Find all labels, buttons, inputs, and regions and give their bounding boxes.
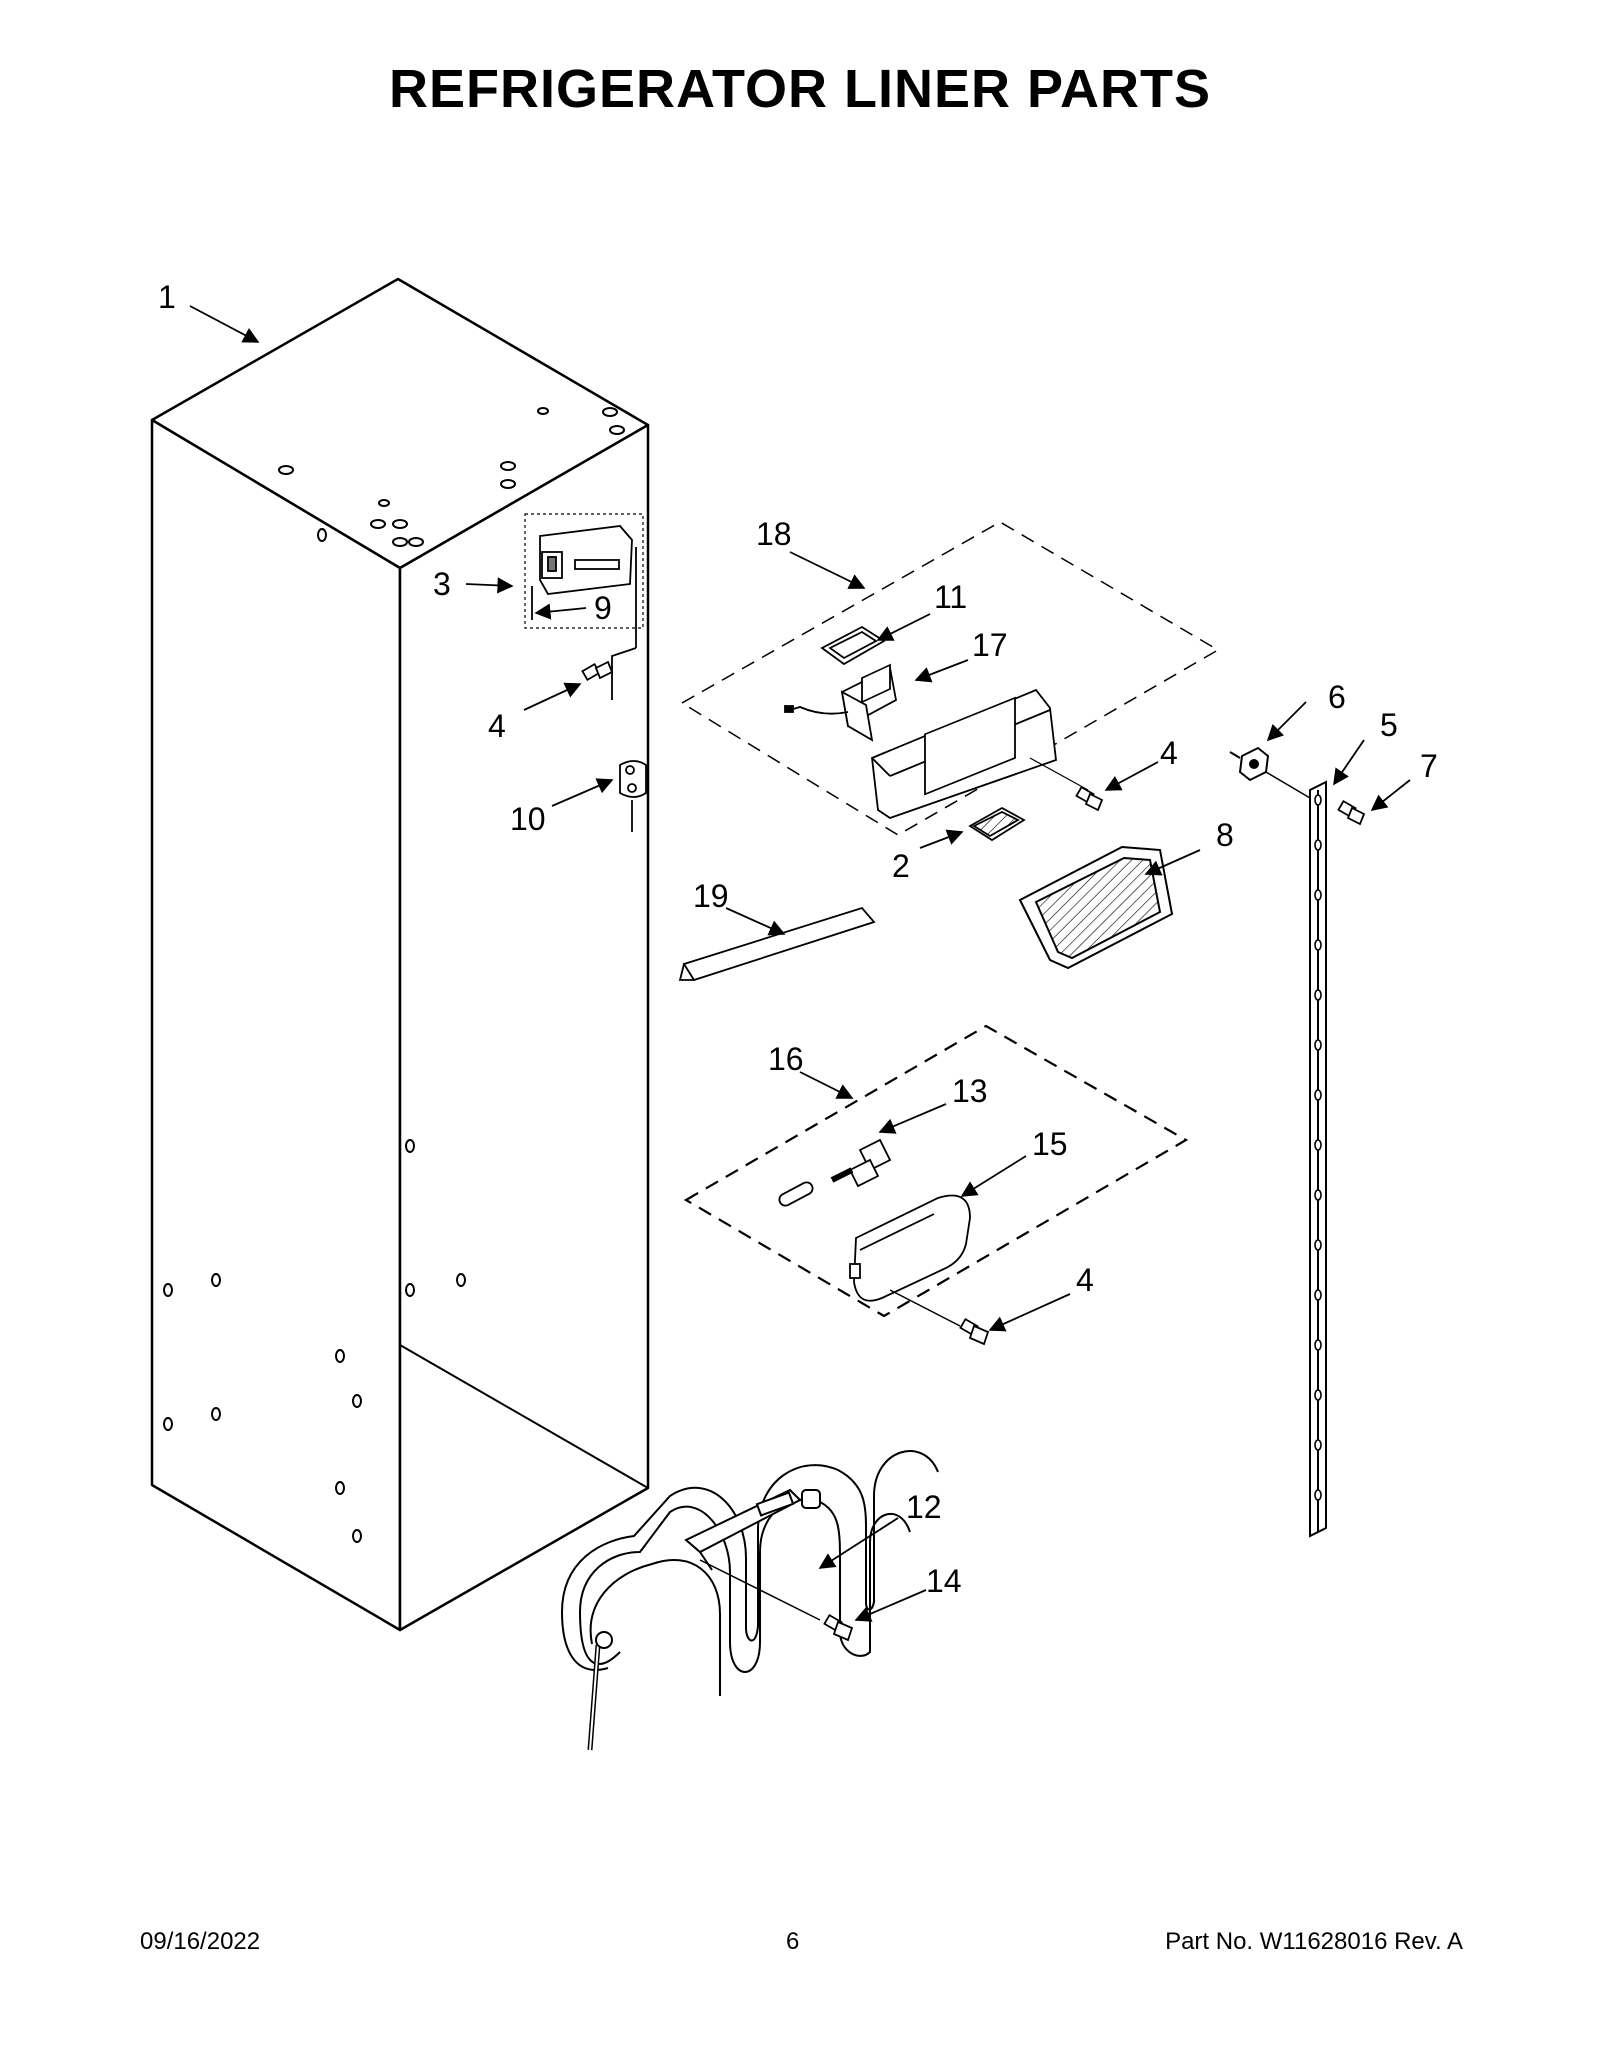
sensor-housing: [849, 1194, 971, 1327]
sensor-group-outline: [683, 1024, 1189, 1318]
screw-4-control: [1075, 785, 1104, 812]
liner-cabinet: [150, 277, 650, 1632]
footer-page-number: 6: [786, 1928, 800, 1955]
callout-10: 10: [510, 801, 546, 837]
screw-4-top-cabinet: [581, 660, 614, 682]
callout-4-sensor: 4: [1076, 1262, 1094, 1298]
callout-7: 7: [1420, 748, 1438, 784]
screw-4-sensor: [959, 1317, 990, 1346]
screw-7: [1337, 799, 1366, 826]
callout-1: 1: [158, 279, 176, 315]
callout-12: 12: [906, 1489, 942, 1525]
sensor-probe: [778, 1138, 892, 1207]
light-housing: [524, 513, 644, 700]
control-assembly-group-outline: [680, 521, 1220, 836]
callout-13: 13: [952, 1073, 988, 1109]
callout-15: 15: [1032, 1126, 1068, 1162]
thermistor: [619, 760, 647, 832]
callout-6: 6: [1328, 679, 1346, 715]
callout-9: 9: [594, 590, 612, 626]
screw-14: [823, 1613, 854, 1642]
trim-strip: [678, 906, 876, 982]
bracket-rail: [1309, 780, 1327, 1538]
callout-8: 8: [1216, 817, 1234, 853]
gasket: [820, 625, 886, 666]
page-title: REFRIGERATOR LINER PARTS: [388, 59, 1212, 119]
control-panel-housing: [871, 688, 1089, 819]
callout-11: 11: [934, 579, 967, 615]
control-module: [784, 663, 898, 742]
callout-5: 5: [1380, 707, 1398, 743]
footer-part-number: Part No. W11628016 Rev. A: [1165, 1928, 1463, 1955]
callout-4-control: 4: [1160, 735, 1178, 771]
callout-16: 16: [768, 1041, 804, 1077]
callout-leaders: [189, 305, 1411, 1622]
rail-clip: [1229, 746, 1311, 799]
callout-17: 17: [972, 627, 1008, 663]
filter-cover-panel: [1018, 845, 1174, 970]
callout-labels: 1 18 3 9 11 17 4 6 5 7 4 10 8 2 19 16 13…: [158, 279, 1438, 1599]
footer-date: 09/16/2022: [140, 1928, 261, 1955]
callout-3: 3: [433, 566, 451, 602]
callout-4-cabinet: 4: [488, 708, 506, 744]
callout-18: 18: [756, 516, 792, 552]
callout-19: 19: [693, 878, 729, 914]
air-filter: [968, 806, 1026, 842]
callout-2: 2: [892, 848, 910, 884]
callout-14: 14: [926, 1563, 962, 1599]
evaporator-coil: [560, 1450, 939, 1751]
